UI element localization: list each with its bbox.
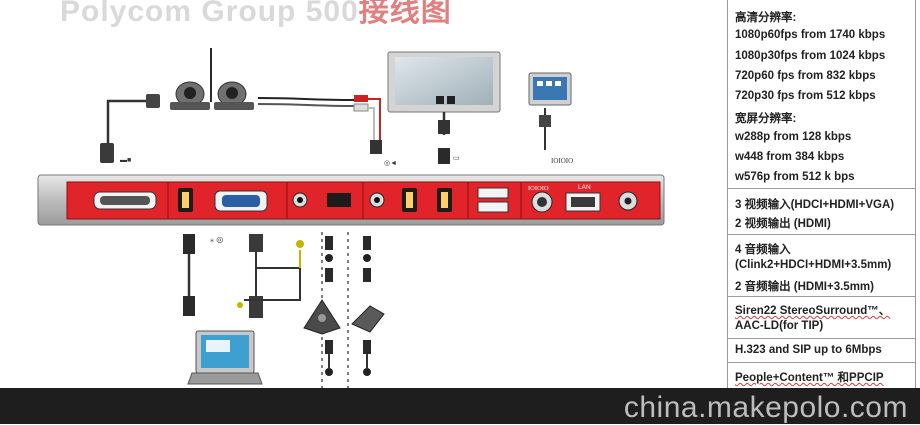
- wide-heading: 宽屏分辨率:: [735, 113, 797, 125]
- wide-rate: w448 from 384 kbps: [735, 151, 845, 163]
- top-port-label: IOIOIO: [551, 157, 573, 165]
- hd-rate: 1080p60fps from 1740 kbps: [735, 29, 886, 41]
- wide-rate: w288p from 128 kbps: [735, 131, 852, 143]
- audio-input: 4 音频输入: [735, 244, 791, 256]
- people-content-line: People+Content™ 和PPCIP: [735, 372, 884, 384]
- aac-line: AAC-LD(for TIP): [735, 320, 824, 332]
- svg-text:⁎ ◎: ⁎ ◎: [210, 235, 223, 244]
- svg-text:▭: ▭: [453, 155, 460, 162]
- title-text: Polycom Group 500: [60, 0, 359, 28]
- hd-rate: 720p60 fps from 832 kbps: [735, 70, 876, 82]
- watermark-bar: [0, 388, 920, 424]
- video-output: 2 视频输出 (HDMI): [735, 218, 831, 230]
- panel-port-label-b: LAN: [578, 184, 591, 191]
- spec-panel-frame: [727, 0, 916, 388]
- wide-rate: w576p from 512 k bps: [735, 171, 855, 183]
- hd-rate: 720p30 fps from 512 kbps: [735, 90, 876, 102]
- siren-line: Siren22 StereoSurround™、: [735, 305, 891, 317]
- title-suffix: 接线图: [358, 0, 452, 28]
- audio-cable-top: ◎◄: [257, 95, 397, 167]
- content-cell: People+Content™ 和PPCIP: [727, 362, 916, 388]
- diagram-title: Polycom Group 500接线图: [60, 0, 452, 30]
- hd-heading: 高清分辨率:: [735, 12, 797, 24]
- svg-text:▬■: ▬■: [120, 157, 131, 164]
- panel-port-label-a: IOIOIO: [528, 185, 549, 192]
- camera-pair: [170, 48, 254, 110]
- monitor: ▭: [387, 51, 501, 164]
- video-io-cell: 3 视频输入(HDCI+HDMI+VGA) 2 视频输出 (HDMI): [727, 188, 916, 234]
- watermark-text: china.makepolo.com: [623, 391, 908, 424]
- audio-input-detail: (Clink2+HDCI+HDMI+3.5mm): [735, 259, 892, 271]
- audio-output: 2 音频输出 (HDMI+3.5mm): [735, 281, 874, 293]
- audio-io-cell: 4 音频输入 (Clink2+HDCI+HDMI+3.5mm) 2 音频输出 (…: [727, 234, 916, 296]
- codec-chassis: IOIOIO LAN: [37, 174, 665, 226]
- hd-rate: 1080p30fps from 1024 kbps: [735, 50, 886, 62]
- bottom-cables: ⁎ ◎: [183, 232, 385, 388]
- video-input: 3 视频输入(HDCI+HDMI+VGA): [735, 199, 895, 211]
- resolution-cell: 高清分辨率: 1080p60fps from 1740 kbps 1080p30…: [727, 0, 916, 188]
- codec-cell: Siren22 StereoSurround™、 AAC-LD(for TIP): [727, 296, 916, 338]
- touch-monitor: IOIOIO: [528, 72, 573, 165]
- svg-text:◎◄: ◎◄: [384, 160, 397, 167]
- wiring-diagram: ▬■ ◎◄: [37, 48, 665, 388]
- spec-panel: 高清分辨率: 1080p60fps from 1740 kbps 1080p30…: [727, 0, 916, 388]
- h323-line: H.323 and SIP up to 6Mbps: [735, 344, 882, 356]
- hdci-cable-top: ▬■: [100, 94, 160, 164]
- protocol-cell: H.323 and SIP up to 6Mbps: [727, 338, 916, 362]
